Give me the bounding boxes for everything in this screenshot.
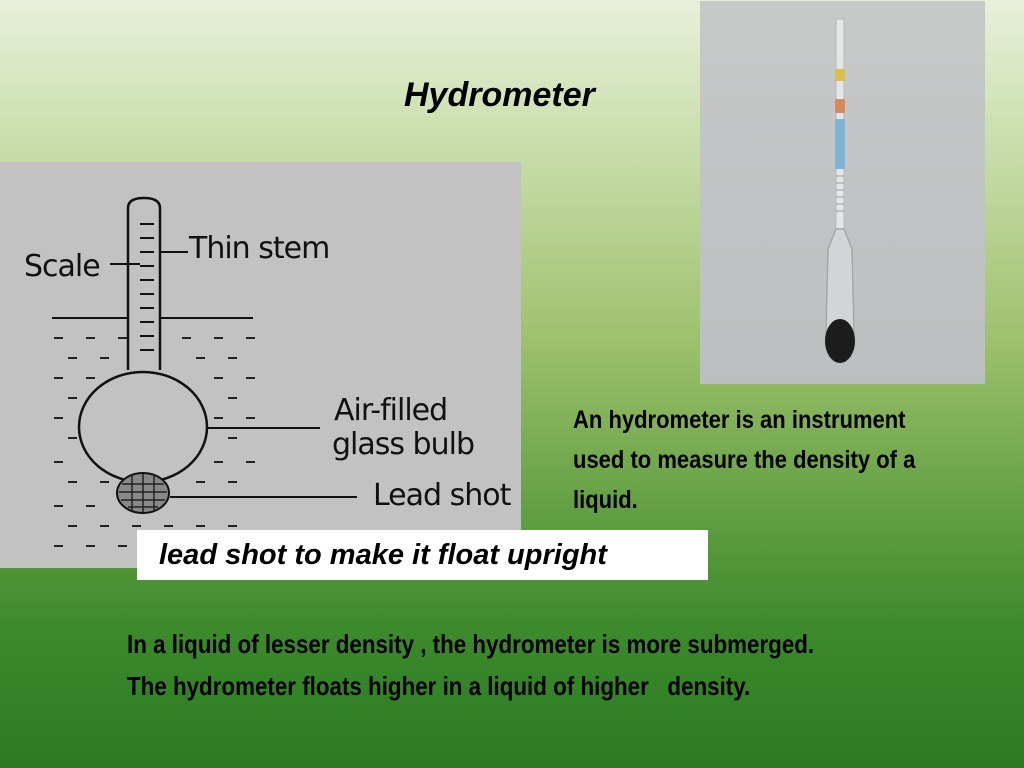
photo-scale-marks — [836, 175, 844, 212]
photo-lead-weight — [825, 319, 855, 363]
hydrometer-diagram-svg: Scale Thin stem Air-filled glass bulb Le… — [24, 196, 513, 547]
photo-scale-orange — [835, 99, 845, 113]
caption-box: lead shot to make it float upright — [137, 530, 708, 580]
lead-shot-hatch — [119, 474, 167, 512]
label-thin-stem: Thin stem — [188, 231, 329, 266]
hydrometer-diagram: Scale Thin stem Air-filled glass bulb Le… — [0, 162, 521, 568]
slide-title: Hydrometer — [404, 76, 595, 114]
bottom-text: In a liquid of lesser density , the hydr… — [127, 623, 814, 707]
description-line: liquid. — [573, 486, 638, 514]
photo-scale-blue — [835, 119, 845, 169]
liquid-dashes — [54, 337, 255, 547]
label-lead-shot: Lead shot — [373, 478, 512, 513]
description-line: used to measure the density of a — [573, 446, 916, 474]
hydrometer-photo — [700, 1, 985, 384]
description-line: An hydrometer is an instrument — [573, 406, 906, 434]
scale-ticks — [140, 223, 154, 351]
bottom-line: In a liquid of lesser density , the hydr… — [127, 629, 815, 659]
label-glass-bulb: glass bulb — [332, 427, 474, 462]
bottom-line: The hydrometer floats higher in a liquid… — [127, 671, 751, 701]
description-text: An hydrometer is an instrument used to m… — [573, 400, 969, 520]
label-scale: Scale — [24, 249, 100, 284]
thin-stem — [126, 196, 162, 370]
photo-scale-yellow — [835, 69, 845, 81]
hydrometer-photo-svg — [825, 18, 855, 363]
caption-text: lead shot to make it float upright — [159, 538, 607, 571]
glass-bulb — [77, 370, 209, 484]
label-air-filled: Air-filled — [334, 393, 447, 428]
